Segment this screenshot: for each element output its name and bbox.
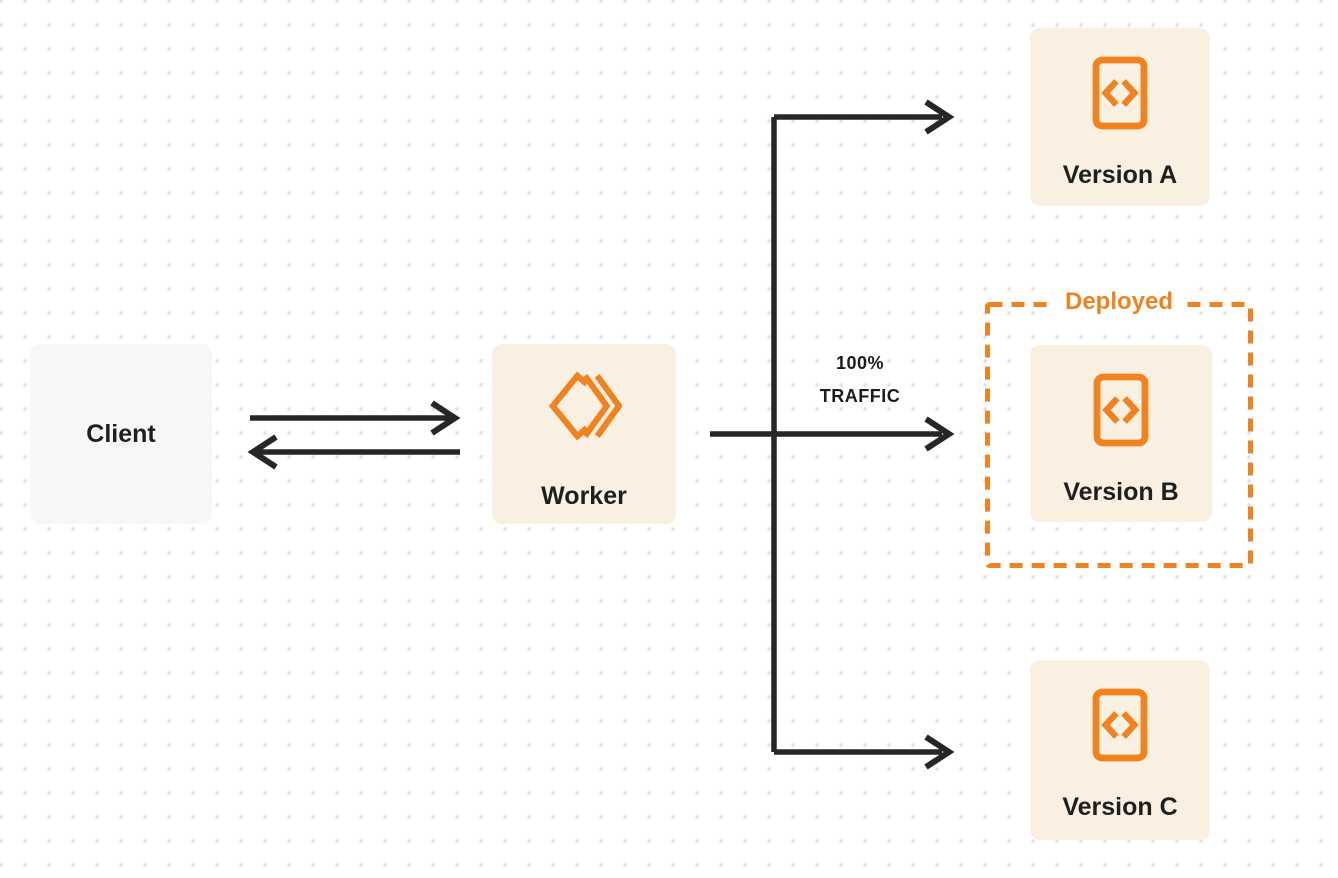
version-b-node: Version B	[1030, 345, 1212, 522]
traffic-word-text: TRAFFIC	[819, 386, 901, 406]
code-file-icon	[1091, 55, 1149, 136]
version-b-label: Version B	[1063, 478, 1179, 506]
client-node: Client	[30, 344, 212, 524]
deployed-annotation: Deployed	[985, 287, 1253, 317]
traffic-percent-text: 100%	[835, 353, 885, 373]
workers-chevron-logo-icon	[546, 371, 623, 445]
worker-label: Worker	[541, 482, 627, 510]
deployed-text: Deployed	[1052, 287, 1186, 317]
worker-node: Worker	[492, 344, 676, 524]
traffic-arrowhead	[924, 416, 955, 452]
version-c-label: Version C	[1062, 793, 1178, 821]
response-arrowhead	[247, 434, 278, 470]
version-c-node: Version C	[1030, 660, 1210, 840]
client-label: Client	[86, 420, 156, 448]
code-file-icon	[1091, 687, 1149, 768]
request-arrowhead	[430, 400, 461, 436]
traffic-annotation: 100% TRAFFIC	[780, 347, 940, 413]
version-a-node: Version A	[1030, 28, 1210, 206]
version-a-label: Version A	[1062, 161, 1178, 189]
version-a-arrowhead	[924, 99, 955, 135]
version-c-arrowhead	[924, 734, 955, 770]
code-file-icon	[1092, 372, 1150, 453]
